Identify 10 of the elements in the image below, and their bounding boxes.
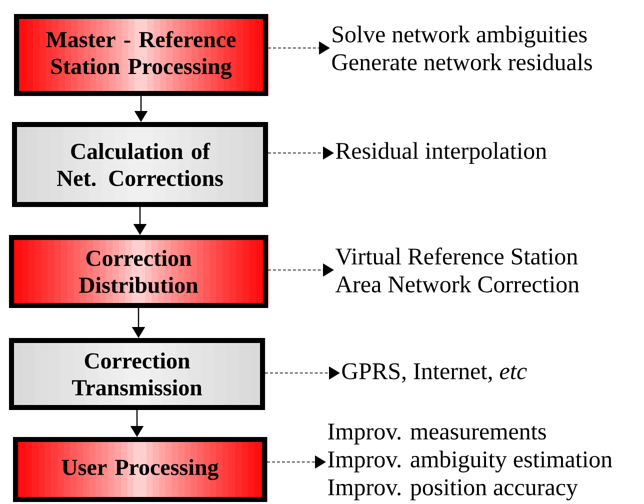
process-box: Master - Reference Station Processing — [14, 14, 268, 96]
process-box: User Processing — [13, 437, 268, 502]
process-box: Correction Distribution — [9, 235, 268, 308]
process-box: Correction Transmission — [9, 338, 266, 410]
note-text: GPRS, Internet, etc — [342, 363, 527, 383]
note-text: Solve network ambiguities Generate network residuals — [332, 26, 592, 70]
process-box: Calculation of Net. Corrections — [12, 122, 268, 207]
note-text: Residual interpolation — [336, 142, 547, 164]
note-text: Improv. measurements Improv. ambiguity estimation Improv. position accuracy — [328, 424, 612, 500]
note-text: Virtual Reference Station Area Network Correction — [335, 248, 580, 292]
